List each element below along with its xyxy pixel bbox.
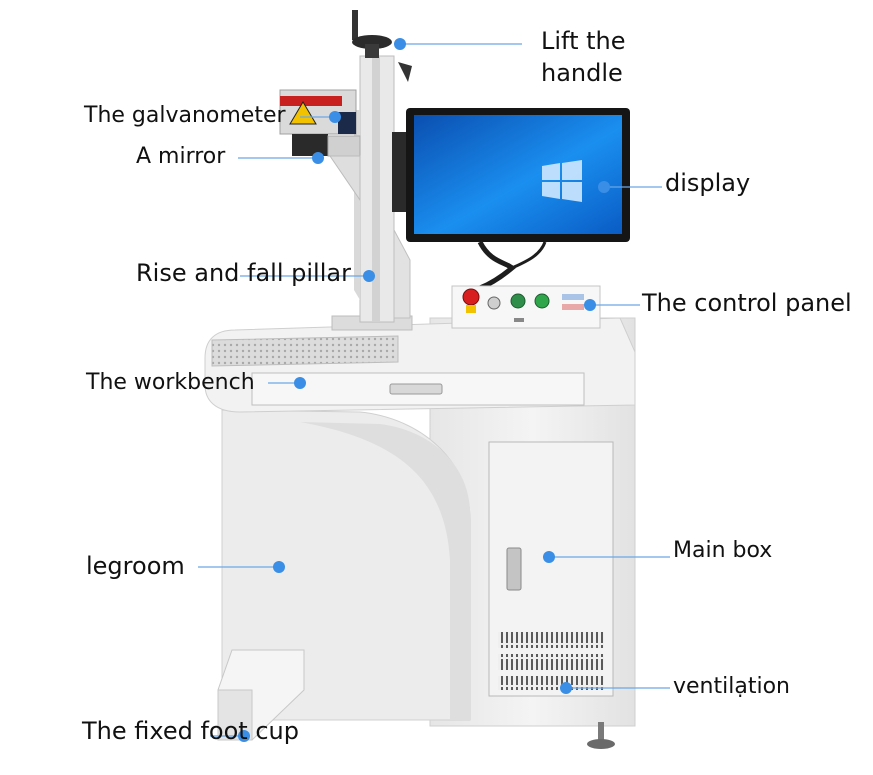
label-galvanometer: The galvanometer	[84, 103, 286, 128]
label-display: display	[665, 169, 751, 197]
marker-ventilation	[560, 682, 572, 694]
screen[interactable]	[414, 115, 622, 234]
perforated-platform	[211, 335, 399, 367]
marker-legroom	[273, 561, 285, 573]
label-legroom: legroom	[86, 552, 185, 580]
label-lift-handle-line2: handle	[541, 59, 623, 87]
marker-mirror	[312, 152, 324, 164]
panel-button-2[interactable]	[534, 293, 550, 309]
label-ventilation: ventilạtion	[673, 674, 790, 699]
marker-foot-cup	[238, 730, 250, 742]
marker-pillar	[363, 270, 375, 282]
markers	[238, 38, 610, 742]
marker-galvanometer	[329, 111, 341, 123]
panel-button-1[interactable]	[510, 293, 526, 309]
control-panel	[451, 285, 601, 329]
lift-handle[interactable]	[352, 10, 412, 82]
label-workbench: The workbench	[86, 370, 255, 395]
vent-grille-2	[498, 654, 604, 670]
label-pillar: Rise and fall pillar	[136, 259, 351, 287]
machine-cabinet	[204, 317, 636, 749]
label-mirror: A mirror	[136, 144, 226, 169]
marker-control-panel	[584, 299, 596, 311]
windows-logo-icon	[542, 160, 582, 202]
label-foot-cup: The fixed foot cup	[82, 717, 299, 745]
drawer[interactable]	[251, 372, 585, 406]
vent-grille-1	[498, 632, 604, 648]
marker-main-box	[543, 551, 555, 563]
laser-warning-icon	[289, 101, 317, 125]
monitor-cable	[477, 240, 516, 291]
emergency-stop-icon[interactable]	[462, 288, 480, 306]
vent-grille-3	[498, 676, 604, 690]
key-switch[interactable]	[487, 296, 501, 310]
leveling-foot-base	[587, 739, 615, 749]
marker-lift-handle	[394, 38, 406, 50]
leader-lines	[198, 43, 670, 737]
door-lock[interactable]	[506, 547, 522, 591]
label-lift-handle-line1: Lift the	[541, 27, 626, 55]
label-control-panel: The control panel	[642, 289, 852, 317]
marker-workbench	[294, 377, 306, 389]
label-main-box: Main box	[673, 538, 773, 563]
monitor	[392, 108, 630, 291]
galvanometer-head	[279, 89, 361, 202]
marker-display	[598, 181, 610, 193]
drawer-handle[interactable]	[389, 383, 443, 395]
leveling-foot-stem	[598, 722, 604, 740]
